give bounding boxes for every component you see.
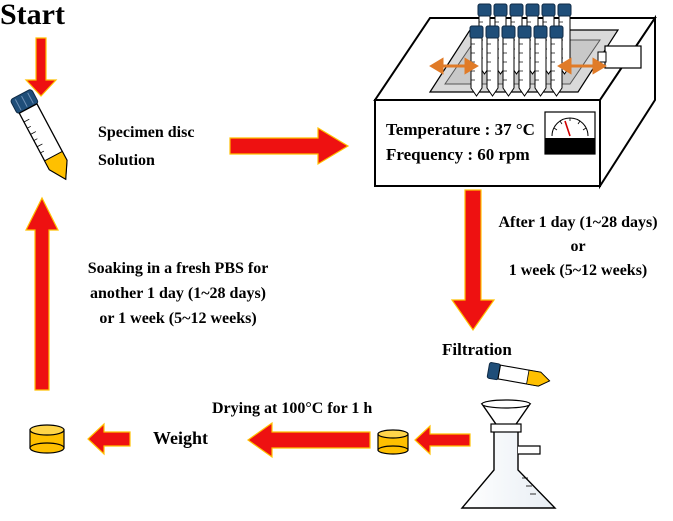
filter-flask-icon <box>460 423 557 509</box>
rack-tube-icon <box>517 25 532 97</box>
arrow-left-from-flask <box>414 424 471 456</box>
soaking-line1: Soaking in a fresh PBS for <box>87 260 269 277</box>
shake-direction-arrows <box>429 57 607 75</box>
arrow-right-to-shaker <box>229 126 350 166</box>
arrow-up-to-tube <box>25 196 59 391</box>
dial-gauge-icon <box>544 111 596 155</box>
soaking-line3: or 1 week (5~12 weeks) <box>99 310 257 327</box>
drying-label: Drying at 100°C for 1 h <box>212 400 373 417</box>
conical-tube-icon <box>10 89 68 181</box>
after-interval-line3: 1 week (5~12 weeks) <box>508 262 648 279</box>
arrow-left-to-weight <box>87 422 131 456</box>
rack-tube-icon <box>533 25 548 97</box>
specimen-disc-icon <box>377 429 409 455</box>
arrow-down-to-filtration <box>450 189 496 332</box>
arrow-down-start <box>24 37 58 97</box>
rack-tube-icon <box>485 25 500 97</box>
frequency-label: Frequency : 60 rpm <box>386 145 530 164</box>
temperature-label: Temperature : 37 °C <box>386 120 535 139</box>
weighed-disc-icon <box>29 424 65 454</box>
after-interval-line2: or <box>570 238 586 255</box>
weight-label: Weight <box>153 428 209 448</box>
soaking-line2: another 1 day (1~28 days) <box>89 285 267 302</box>
tube-rack <box>469 3 572 97</box>
rack-tube-icon <box>549 25 564 97</box>
solution-label: Solution <box>98 152 155 169</box>
specimen-disc-label: Specimen disc <box>98 124 195 141</box>
after-interval-line1: After 1 day (1~28 days) <box>498 214 658 231</box>
arrow-left-drying <box>246 421 371 459</box>
rack-tube-icon <box>501 25 516 97</box>
start-label: Start <box>0 0 65 31</box>
filtration-tube-icon <box>486 362 551 387</box>
filtration-label: Filtration <box>442 340 512 359</box>
rack-tube-icon <box>469 25 484 97</box>
